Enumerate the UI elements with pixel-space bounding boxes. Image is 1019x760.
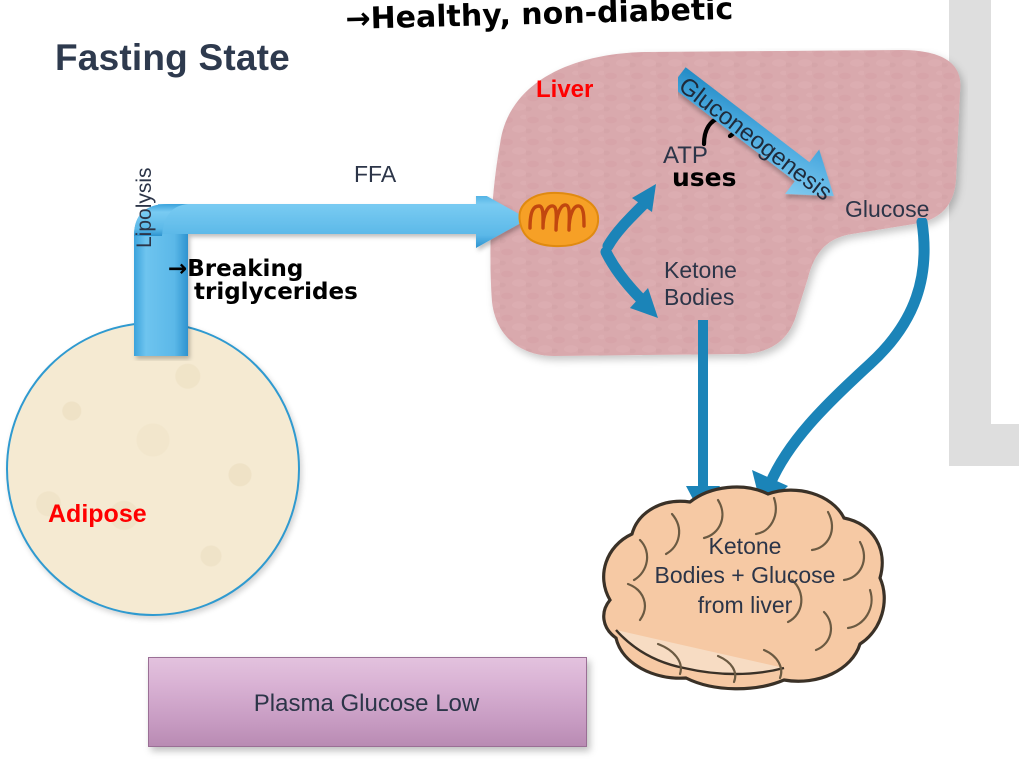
brain-organ bbox=[588, 480, 898, 695]
handwritten-healthy-note: →Healthy, non-diabetic bbox=[345, 0, 734, 37]
handwritten-uses-note: uses bbox=[672, 163, 737, 192]
atp-label: ATP bbox=[663, 142, 708, 169]
liver-organ bbox=[448, 48, 968, 373]
ffa-label: FFA bbox=[354, 161, 397, 187]
liver-label: Liver bbox=[536, 76, 594, 103]
adipose-texture bbox=[8, 324, 298, 614]
mitochondrion-icon bbox=[512, 188, 604, 250]
plasma-glucose-box bbox=[148, 657, 587, 747]
adipose-label: Adipose bbox=[48, 500, 147, 528]
ketone-to-brain-arrow bbox=[682, 320, 726, 520]
page-title: Fasting State bbox=[55, 37, 290, 78]
lipolysis-label: Lipolysis bbox=[133, 167, 156, 248]
gluconeogenesis-arrow bbox=[671, 62, 878, 214]
ffa-flow-arrow bbox=[128, 190, 548, 361]
metabolite-branch-arrows bbox=[600, 150, 710, 320]
plasma-glucose-label: Plasma Glucose Low bbox=[253, 690, 480, 717]
glucose-to-brain-arrow bbox=[740, 216, 950, 518]
glucose-label: Glucose bbox=[845, 196, 930, 222]
adipose-organ bbox=[6, 322, 300, 616]
bottom-frame-bar bbox=[949, 424, 1019, 466]
